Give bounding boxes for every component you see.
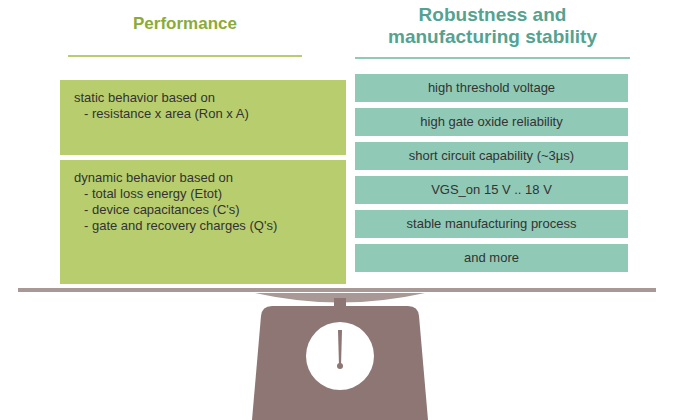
scale-needle [338,330,342,366]
robustness-box: and more [355,244,628,272]
heading-rule [355,57,630,59]
box-text: stable manufacturing process [407,216,577,232]
list-item: - resistance x area (Ron x A) [74,106,332,122]
box-text: VGS_on 15 V .. 18 V [431,182,552,198]
heading-rule [68,55,302,57]
list-item: - device capacitances (C's) [74,202,332,218]
box-text: static behavior based on [74,90,332,106]
scale-beam [18,288,656,292]
robustness-box: high gate oxide reliability [355,108,628,136]
scale-dial [306,322,374,390]
list-item: - gate and recovery charges (Q's) [74,218,332,234]
box-text: and more [464,250,519,266]
performance-box: dynamic behavior based on- total loss en… [60,160,346,284]
scale-pivot [337,363,343,369]
box-text: high gate oxide reliability [420,114,562,130]
scale-body [252,306,428,420]
robustness-box: high threshold voltage [355,74,628,102]
box-text: high threshold voltage [428,80,555,96]
performance-box: static behavior based on- resistance x a… [60,80,346,155]
robustness-box: short circuit capability (~3µs) [355,142,628,170]
list-item: - total loss energy (Etot) [74,186,332,202]
box-text: short circuit capability (~3µs) [409,148,574,164]
column-heading: Performance [70,14,300,34]
robustness-box: VGS_on 15 V .. 18 V [355,176,628,204]
box-text: dynamic behavior based on [74,170,332,186]
robustness-box: stable manufacturing process [355,210,628,238]
column-heading: Robustness and manufacturing stability [355,4,630,48]
